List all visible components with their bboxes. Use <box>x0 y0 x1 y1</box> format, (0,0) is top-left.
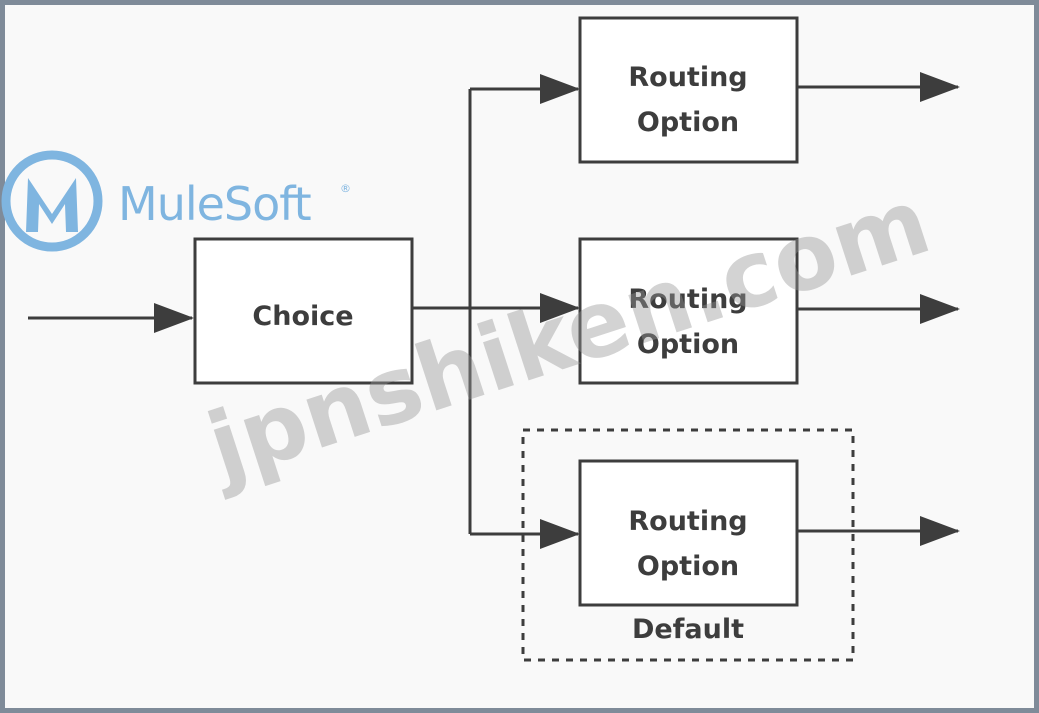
registered-mark: ® <box>340 182 351 195</box>
choice-node: Choice <box>193 237 414 385</box>
route-2-line2: Option <box>637 329 739 360</box>
routing-option-1: Routing Option <box>578 16 799 164</box>
mulesoft-wordmark: MuleSoft <box>118 177 311 231</box>
mulesoft-logo: MuleSoft ® <box>1 150 351 252</box>
route-3-line2: Option <box>637 551 739 582</box>
routing-option-2: Routing Option <box>578 237 799 385</box>
choice-label: Choice <box>252 301 353 332</box>
connectors <box>28 72 960 549</box>
route-1-line1: Routing <box>628 62 747 93</box>
route-1-line2: Option <box>637 107 739 138</box>
default-label: Default <box>632 614 744 645</box>
route-3-line1: Routing <box>628 506 747 537</box>
route-2-line1: Routing <box>628 284 747 315</box>
routing-option-3: Routing Option <box>578 459 799 607</box>
mulesoft-m-icon <box>1 150 103 252</box>
